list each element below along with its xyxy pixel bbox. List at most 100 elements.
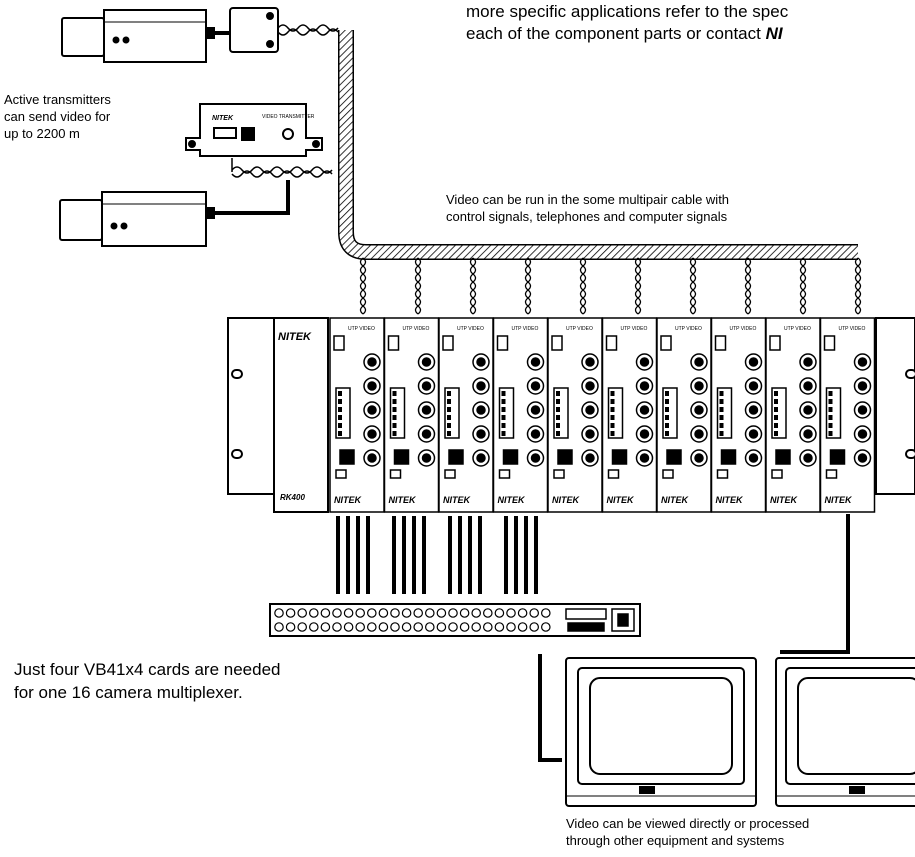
active-transmitters-note-2: can send video for (4, 109, 111, 124)
video-card: UTP VIDEO NITEK (492, 317, 549, 513)
mux-jack (378, 622, 389, 632)
multipair-note-2: control signals, telephones and computer… (446, 209, 728, 224)
viewing-note-2: through other equipment and systems (566, 833, 785, 848)
active-transmitters-note-1: Active transmitters (4, 92, 111, 107)
cable-drop (689, 257, 695, 315)
rack-brand: NITEK (278, 331, 312, 343)
twisted-pair-top (277, 24, 339, 32)
card-label: UTP VIDEO (730, 326, 757, 332)
mux-jack (390, 608, 400, 618)
mux-jack (517, 608, 528, 618)
card-brand: NITEK (389, 495, 418, 505)
mux-jack (285, 608, 296, 618)
mux-jack (401, 608, 412, 618)
mux-jack (436, 622, 447, 632)
mux-jack (506, 608, 516, 618)
video-card: UTP VIDEO NITEK (819, 317, 876, 513)
multiplexer-note-2: for one 16 camera multiplexer. (14, 683, 243, 702)
mux-jack (274, 622, 284, 632)
mux-jack (471, 622, 481, 632)
mux-jack (332, 622, 342, 632)
mux-jack (366, 608, 377, 618)
multiplexer-note-1: Just four VB41x4 cards are needed (14, 660, 281, 679)
rack-rk400 (227, 317, 915, 513)
mux-jack (378, 608, 389, 618)
card-label: UTP VIDEO (512, 326, 539, 332)
card-brand: NITEK (716, 495, 745, 505)
mux-jack (482, 622, 493, 632)
cable-drop (524, 257, 530, 315)
mux-jack (413, 608, 423, 618)
mux-jack (540, 608, 551, 618)
mux-jack (471, 608, 481, 618)
mux-jack (494, 608, 505, 618)
mux-jack (285, 622, 296, 632)
mux-jack (459, 622, 470, 632)
card-brand: NITEK (825, 495, 854, 505)
mux-jack (401, 622, 412, 632)
video-card: UTP VIDEO NITEK (383, 317, 440, 513)
mux-jack (390, 622, 400, 632)
twisted-pair-transmitter (231, 166, 333, 174)
mux-jack (320, 608, 331, 618)
mux-jack (343, 622, 354, 632)
card-label: UTP VIDEO (675, 326, 702, 332)
card-label: UTP VIDEO (403, 326, 430, 332)
mux-jack (424, 622, 435, 632)
mux-jack (448, 622, 458, 632)
cable-drop (469, 257, 475, 315)
camera-bottom (59, 191, 215, 247)
camera-top (61, 9, 215, 63)
mux-jack (355, 622, 365, 632)
mux-jack (343, 608, 354, 618)
card-brand: NITEK (498, 495, 527, 505)
card-brand: NITEK (552, 495, 581, 505)
mux-jack (332, 608, 342, 618)
intro-text-line-1: more specific applications refer to the … (466, 2, 789, 21)
intro-text-line-2: each of the component parts or contact N… (466, 24, 783, 44)
card-brand: NITEK (607, 495, 636, 505)
cable-drops (359, 257, 862, 315)
cable-drop (799, 257, 805, 315)
card-brand: NITEK (334, 495, 363, 505)
active-transmitter (185, 103, 323, 157)
mux-jack (320, 622, 331, 632)
mux-jack (308, 622, 319, 632)
mux-jack (436, 608, 447, 618)
video-card: UTP VIDEO NITEK (765, 317, 821, 513)
video-card: UTP VIDEO NITEK (601, 317, 658, 513)
card-brand: NITEK (443, 495, 472, 505)
cable-drop (359, 257, 365, 315)
mux-jack (494, 622, 505, 632)
card-brand: NITEK (770, 495, 799, 505)
mux-jack (297, 622, 307, 632)
card-label: UTP VIDEO (839, 326, 866, 332)
viewing-note-1: Video can be viewed directly or processe… (566, 816, 810, 831)
monitor-right (775, 657, 915, 807)
mux-jack (308, 608, 319, 618)
card-label: UTP VIDEO (621, 326, 648, 332)
camera-bottom-cable (214, 180, 290, 215)
monitor-left (565, 657, 757, 807)
mux-jack (448, 608, 458, 618)
video-card: UTP VIDEO NITEK (710, 317, 767, 513)
mux-jack (355, 608, 365, 618)
balun-top (229, 7, 279, 53)
mux-jack (297, 608, 307, 618)
mux-jack (517, 622, 528, 632)
mux-jack (529, 622, 539, 632)
mux-jack (274, 608, 284, 618)
active-transmitters-note-3: up to 2200 m (4, 126, 80, 141)
mux-to-monitor-cable (538, 654, 562, 762)
card-label: UTP VIDEO (348, 326, 375, 332)
transmitter-brand: NITEK (212, 115, 234, 122)
intro-brand-fragment: NI (765, 24, 783, 43)
mux-jack (482, 608, 493, 618)
card-label: UTP VIDEO (784, 326, 811, 332)
rack-to-mux-cables (336, 516, 538, 594)
mux-jack (424, 608, 435, 618)
cable-drop (414, 257, 420, 315)
